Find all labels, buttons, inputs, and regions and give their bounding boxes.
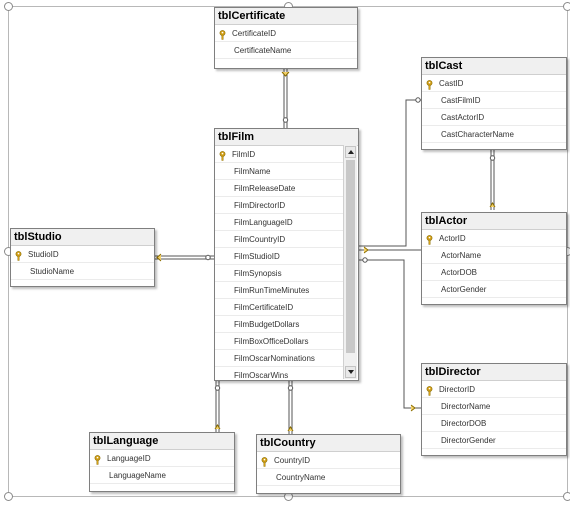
field-row[interactable]: FilmOscarNominations — [215, 350, 343, 367]
primary-key-icon — [219, 29, 226, 40]
primary-key-icon — [261, 456, 268, 467]
table-title: tblDirector — [422, 364, 566, 381]
relationship-film-cast[interactable] — [359, 97, 421, 247]
table-title: tblStudio — [11, 229, 154, 246]
primary-key-icon — [219, 150, 226, 161]
table-title: tblActor — [422, 213, 566, 230]
table-cast[interactable]: tblCast CastID CastFilmID CastActorID Ca… — [421, 57, 567, 150]
primary-key-icon — [426, 234, 433, 245]
resize-handle-top-left[interactable] — [4, 2, 13, 11]
primary-key-icon — [426, 385, 433, 396]
relationship-film-actor[interactable] — [359, 246, 421, 254]
table-director[interactable]: tblDirector DirectorID DirectorName Dire… — [421, 363, 567, 456]
table-certificate[interactable]: tblCertificate CertificateID Certificate… — [214, 7, 358, 69]
relationship-country-film[interactable] — [287, 381, 294, 434]
field-row[interactable]: FilmName — [215, 163, 343, 180]
field-row[interactable]: DirectorGender — [422, 432, 566, 449]
field-row[interactable]: FilmID — [215, 146, 343, 163]
field-row[interactable]: ActorID — [422, 230, 566, 247]
field-row[interactable]: FilmCertificateID — [215, 299, 343, 316]
field-row[interactable]: DirectorID — [422, 381, 566, 398]
field-row[interactable]: DirectorDOB — [422, 415, 566, 432]
table-title: tblCast — [422, 58, 566, 75]
table-actor[interactable]: tblActor ActorID ActorName ActorDOB Acto… — [421, 212, 567, 305]
table-film[interactable]: tblFilm FilmID FilmName FilmReleaseDate … — [214, 128, 359, 381]
field-row[interactable]: FilmReleaseDate — [215, 180, 343, 197]
table-fields: FilmID FilmName FilmReleaseDate FilmDire… — [215, 146, 343, 384]
field-row[interactable]: LanguageName — [90, 467, 234, 484]
field-row[interactable]: CertificateName — [215, 42, 357, 59]
resize-handle-top-right[interactable] — [563, 2, 570, 11]
field-row[interactable]: StudioName — [11, 263, 154, 280]
field-row[interactable]: FilmCountryID — [215, 231, 343, 248]
field-row[interactable]: CountryID — [257, 452, 400, 469]
scroll-down-arrow-icon[interactable] — [345, 366, 356, 378]
table-title: tblLanguage — [90, 433, 234, 450]
relationship-actor-cast[interactable] — [489, 150, 496, 210]
scrollbar-thumb[interactable] — [346, 160, 355, 353]
primary-key-icon — [94, 454, 101, 465]
table-fields: ActorID ActorName ActorDOB ActorGender — [422, 230, 566, 298]
relationship-language-film[interactable] — [214, 381, 221, 432]
table-title: tblCountry — [257, 435, 400, 452]
vertical-scrollbar[interactable] — [343, 145, 357, 379]
table-fields: CastID CastFilmID CastActorID CastCharac… — [422, 75, 566, 143]
field-row[interactable]: ActorName — [422, 247, 566, 264]
field-row[interactable]: FilmStudioID — [215, 248, 343, 265]
primary-key-icon — [15, 250, 22, 261]
relationship-director-film[interactable] — [359, 257, 421, 412]
field-row[interactable]: FilmLanguageID — [215, 214, 343, 231]
relationship-certificate-film[interactable] — [281, 69, 290, 128]
field-row[interactable]: FilmOscarWins — [234, 371, 289, 380]
scroll-up-arrow-icon[interactable] — [345, 146, 356, 158]
field-row[interactable]: DirectorName — [422, 398, 566, 415]
relationship-studio-film[interactable] — [155, 253, 214, 262]
field-row[interactable]: CastActorID — [422, 109, 566, 126]
table-language[interactable]: tblLanguage LanguageID LanguageName — [89, 432, 235, 492]
primary-key-icon — [426, 79, 433, 90]
field-row[interactable]: CountryName — [257, 469, 400, 486]
resize-handle-bottom-right[interactable] — [563, 492, 570, 501]
field-row[interactable]: StudioID — [11, 246, 154, 263]
table-title: tblFilm — [215, 129, 358, 146]
field-row[interactable]: ActorDOB — [422, 264, 566, 281]
field-row[interactable]: FilmBoxOfficeDollars — [215, 333, 343, 350]
table-country[interactable]: tblCountry CountryID CountryName — [256, 434, 401, 494]
field-row[interactable]: CastFilmID — [422, 92, 566, 109]
field-row[interactable]: FilmRunTimeMinutes — [215, 282, 343, 299]
resize-handle-bottom-left[interactable] — [4, 492, 13, 501]
field-row[interactable]: CertificateID — [215, 25, 357, 42]
field-row[interactable]: FilmBudgetDollars — [215, 316, 343, 333]
field-row[interactable]: CastID — [422, 75, 566, 92]
table-fields: LanguageID LanguageName — [90, 450, 234, 484]
table-studio[interactable]: tblStudio StudioID StudioName — [10, 228, 155, 287]
table-fields: CertificateID CertificateName — [215, 25, 357, 59]
field-row[interactable]: ActorGender — [422, 281, 566, 298]
field-row[interactable]: FilmSynopsis — [215, 265, 343, 282]
table-fields: CountryID CountryName — [257, 452, 400, 486]
table-fields: StudioID StudioName — [11, 246, 154, 280]
table-fields: DirectorID DirectorName DirectorDOB Dire… — [422, 381, 566, 449]
field-row[interactable]: FilmDirectorID — [215, 197, 343, 214]
field-row[interactable]: CastCharacterName — [422, 126, 566, 143]
field-row[interactable]: LanguageID — [90, 450, 234, 467]
table-title: tblCertificate — [215, 8, 357, 25]
